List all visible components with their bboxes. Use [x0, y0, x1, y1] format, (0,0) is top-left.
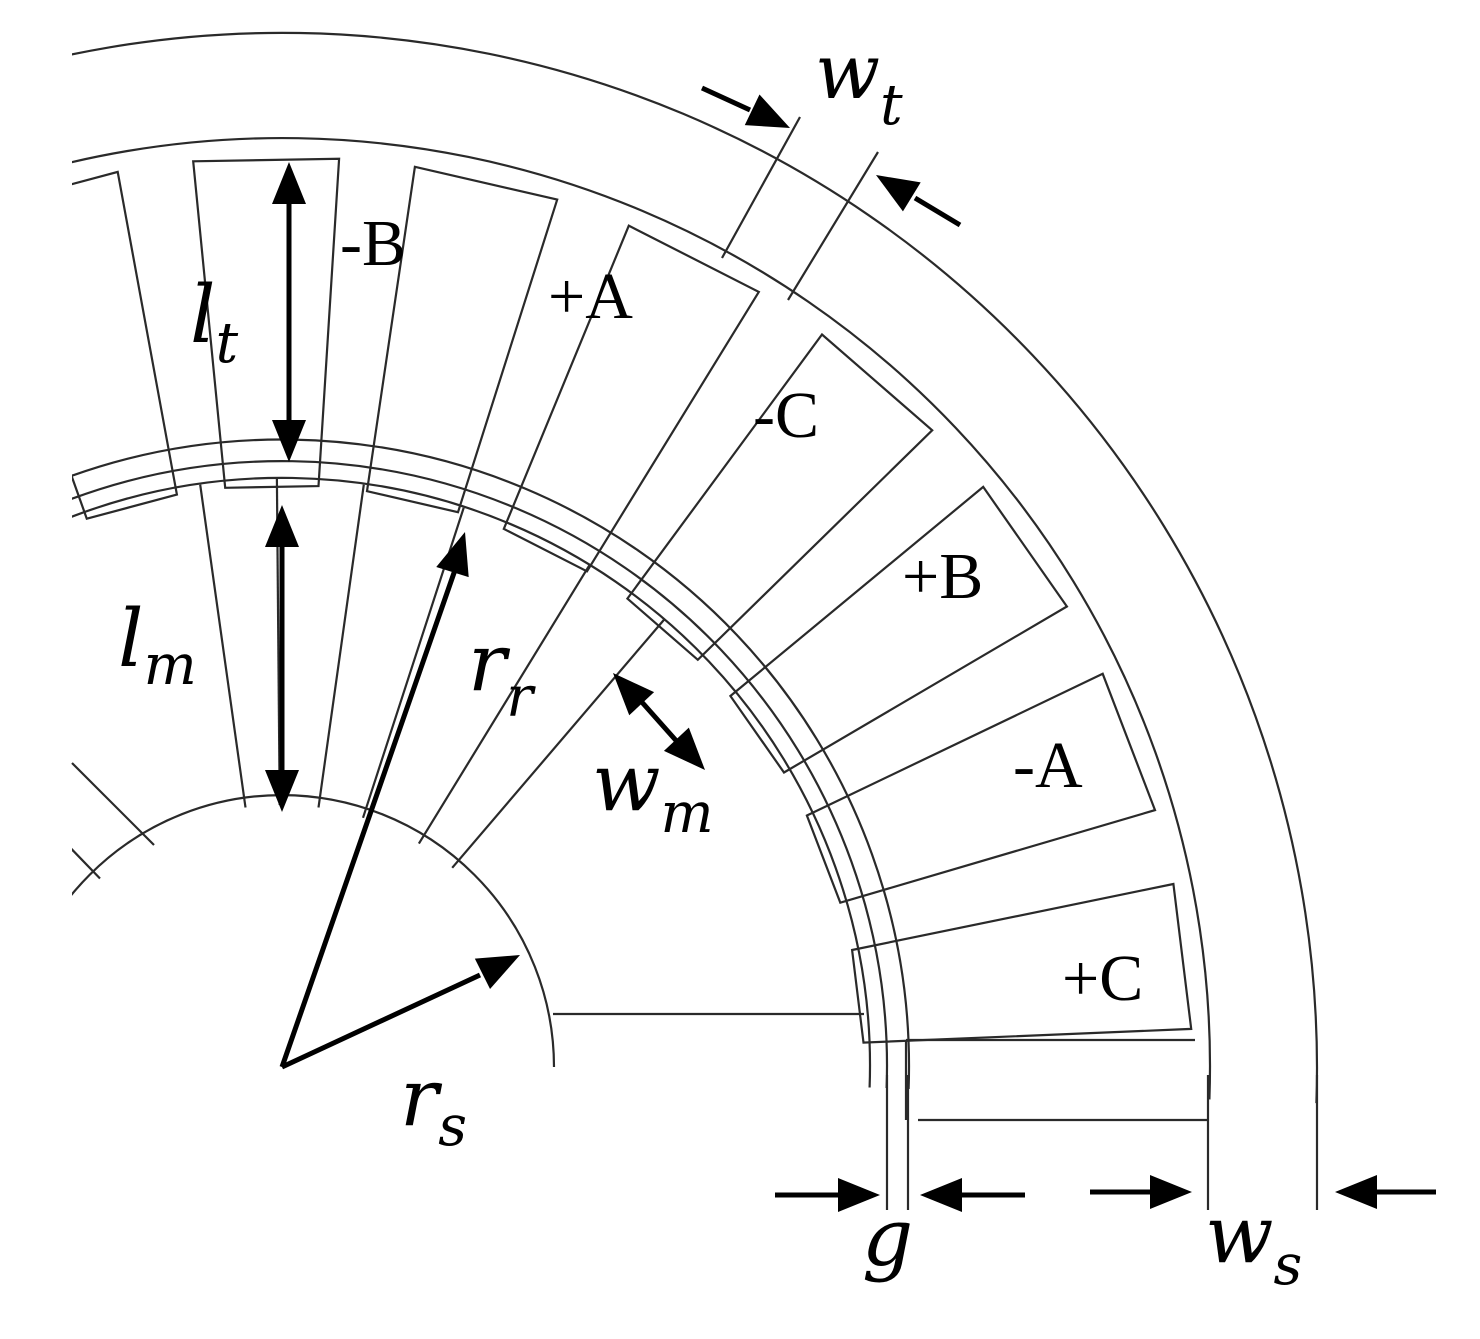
- phase-label-plus-a: +A: [548, 260, 633, 333]
- arrow-g-left-head: [838, 1178, 880, 1212]
- dimension-arrows: [265, 85, 1436, 1212]
- label-wt: wt: [815, 27, 903, 138]
- label-rs-main: r: [400, 1051, 443, 1144]
- arrow-rr-head: [436, 532, 469, 578]
- magnet-4-edge: [72, 847, 101, 880]
- label-lt-sub: t: [216, 311, 239, 376]
- label-wt-main: w: [815, 27, 880, 116]
- arrow-wt-left-head: [744, 94, 790, 128]
- label-ws-sub: s: [1273, 1233, 1302, 1298]
- label-g: g: [862, 1191, 913, 1284]
- label-rr-main: r: [468, 616, 511, 709]
- stator-slot-2: [805, 672, 1157, 905]
- label-lt-main: l: [190, 268, 216, 361]
- label-lt: lt: [190, 268, 239, 376]
- label-lm-sub: m: [144, 633, 197, 698]
- label-wm-sub: m: [660, 781, 713, 846]
- label-lm-main: l: [118, 592, 144, 685]
- rotor-outer-arc-1: [72, 460, 889, 1089]
- label-rs: rs: [400, 1051, 467, 1159]
- stator-slot-9: [0, 238, 42, 582]
- stator-slot-8: [72, 170, 179, 521]
- phase-label-minus-a: -A: [1013, 729, 1083, 802]
- arrow-wt-right-head: [876, 175, 921, 212]
- label-g-main: g: [862, 1191, 913, 1284]
- label-wm-main: w: [592, 736, 660, 829]
- label-wt-sub: t: [880, 73, 903, 138]
- dimension-labels: wt lt lm rr wm rs g ws: [118, 27, 1302, 1298]
- arrow-lm-head-bottom: [265, 770, 299, 812]
- magnet-2-edge-2: [317, 484, 365, 808]
- rotor-left-edge-line: [71, 762, 155, 846]
- stator-outer-boundary: [72, 31, 1319, 1104]
- arrow-wm-head-2: [663, 727, 705, 770]
- phase-label-minus-b: -B: [340, 207, 406, 280]
- label-wm: wm: [592, 736, 714, 846]
- magnet-3-edge-1: [451, 619, 665, 869]
- arrow-rs-line: [280, 972, 482, 1070]
- phase-label-plus-b: +B: [902, 540, 983, 613]
- arrow-rr-line: [279, 569, 458, 1068]
- wt-extension-right: [787, 151, 879, 301]
- arrow-ws-left-head: [1150, 1175, 1192, 1209]
- stator-yoke-boundary: [72, 136, 1212, 1100]
- stator-slot-1: [850, 882, 1193, 1044]
- shaft-circle: [72, 793, 556, 1068]
- arrow-g-right-head: [920, 1178, 962, 1212]
- label-lm: lm: [118, 592, 197, 698]
- arrow-lt-head-bottom: [272, 420, 306, 462]
- label-rs-sub: s: [438, 1094, 467, 1159]
- label-rr-sub: r: [506, 665, 536, 730]
- phase-label-plus-c: +C: [1062, 942, 1143, 1015]
- label-ws-main: w: [1205, 1188, 1273, 1281]
- stator-slot-7: [191, 157, 341, 489]
- arrow-lm-head-top: [265, 505, 299, 547]
- label-rr: rr: [468, 616, 536, 730]
- stator-slot-5: [502, 224, 761, 573]
- rotor-outer-arc-2: [72, 476, 872, 1088]
- magnet-3-edge-2: [417, 565, 591, 845]
- arrow-wt-left-line: [700, 85, 752, 113]
- arrow-wm-head-1: [613, 673, 655, 716]
- phase-labels: -B +A -C +B -A +C: [340, 207, 1143, 1015]
- arrow-wm-line: [638, 698, 682, 747]
- magnet-1-edge-2: [199, 484, 247, 808]
- phase-label-minus-c: -C: [753, 379, 819, 452]
- arrow-rs-head: [474, 955, 520, 989]
- label-ws: ws: [1205, 1188, 1302, 1298]
- motor-geometry: [0, 31, 1436, 1212]
- arrow-lt-head-top: [272, 162, 306, 204]
- wt-extension-left: [721, 116, 801, 259]
- arrow-wt-right-line: [913, 195, 962, 228]
- stator-slot-3: [728, 485, 1069, 774]
- arrow-ws-right-head: [1335, 1175, 1377, 1209]
- stator-slot-4: [625, 332, 934, 662]
- stator-slot-6: [365, 165, 559, 514]
- shaft: [72, 793, 556, 1068]
